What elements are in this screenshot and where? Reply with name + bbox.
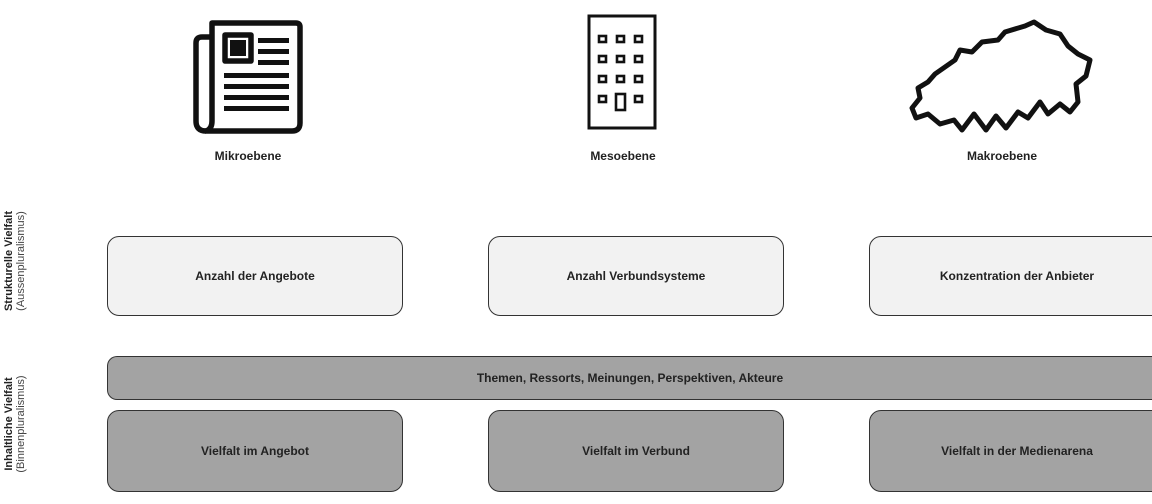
box-anzahl-verbundsysteme: Anzahl Verbundsysteme	[488, 236, 784, 316]
building-icon	[587, 14, 657, 130]
row-subtitle-content: (Binnenpluralismus)	[15, 375, 27, 473]
box-vielfalt-verbund: Vielfalt im Verbund	[488, 410, 784, 492]
box-vielfalt-angebot: Vielfalt im Angebot	[107, 410, 403, 492]
newspaper-icon	[193, 20, 303, 134]
level-label-meso: Mesoebene	[590, 149, 656, 163]
row-label-structural: Strukturelle Vielfalt (Aussenpluralismus…	[3, 181, 27, 341]
switzerland-map-icon	[909, 19, 1093, 133]
box-konzentration-anbieter: Konzentration der Anbieter	[869, 236, 1152, 316]
row-title-structural: Strukturelle Vielfalt	[3, 210, 15, 312]
row-title-content: Inhaltliche Vielfalt	[3, 377, 15, 471]
box-vielfalt-medienarena: Vielfalt in der Medienarena	[869, 410, 1152, 492]
topics-band: Themen, Ressorts, Meinungen, Perspektive…	[107, 356, 1152, 400]
row-label-content: Inhaltliche Vielfalt (Binnenpluralismus)	[3, 344, 27, 504]
row-subtitle-structural: (Aussenpluralismus)	[15, 211, 27, 311]
box-anzahl-angebote: Anzahl der Angebote	[107, 236, 403, 316]
level-label-macro: Makroebene	[966, 149, 1038, 163]
level-label-micro: Mikroebene	[214, 149, 282, 163]
